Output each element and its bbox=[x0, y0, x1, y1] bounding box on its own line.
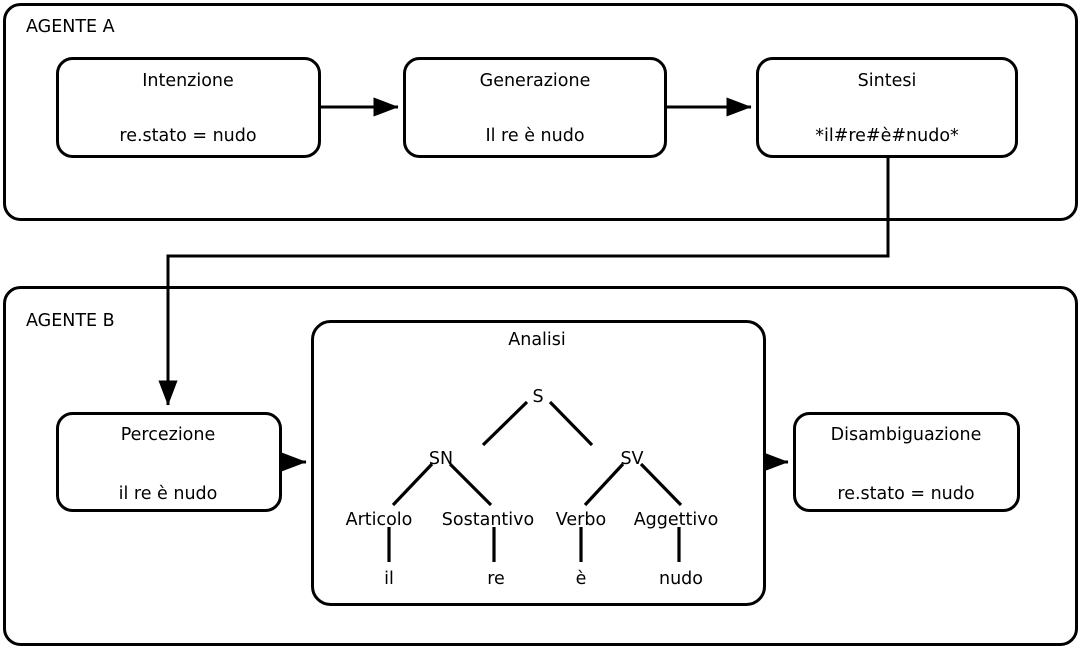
box-percezione-subtitle: il re è nudo bbox=[119, 484, 218, 504]
tree-node-s: S bbox=[532, 387, 543, 407]
agent-a-label: AGENTE A bbox=[26, 17, 115, 37]
box-generazione-title: Generazione bbox=[480, 71, 591, 91]
tree-node-articolo: Articolo bbox=[346, 510, 413, 530]
box-sintesi[interactable] bbox=[756, 57, 1018, 158]
box-generazione[interactable] bbox=[403, 57, 667, 158]
tree-edge-sv-aggettivo bbox=[639, 462, 683, 507]
box-sintesi-title: Sintesi bbox=[858, 71, 917, 91]
tree-edge-sn-articolo bbox=[391, 462, 434, 507]
tree-node-sv: SV bbox=[620, 449, 643, 469]
tree-edge-s-sn bbox=[481, 400, 529, 447]
tree-node-sn: SN bbox=[429, 449, 453, 469]
tree-edge-s-sv bbox=[548, 400, 594, 447]
tree-leaf-nudo: nudo bbox=[659, 569, 703, 589]
connector-sintesi-to-percezione bbox=[158, 157, 890, 406]
box-disambiguazione-title: Disambiguazione bbox=[831, 425, 982, 445]
box-percezione[interactable] bbox=[56, 412, 282, 512]
agent-b-label: AGENTE B bbox=[26, 311, 115, 331]
box-analisi[interactable] bbox=[311, 320, 766, 606]
tree-node-aggettivo: Aggettivo bbox=[634, 510, 719, 530]
agent-a-frame bbox=[3, 3, 1078, 221]
box-intenzione-subtitle: re.stato = nudo bbox=[119, 126, 256, 146]
tree-node-verbo: Verbo bbox=[556, 510, 606, 530]
tree-leaf-re: re bbox=[487, 569, 505, 589]
box-percezione-title: Percezione bbox=[121, 425, 216, 445]
box-generazione-subtitle: Il re è nudo bbox=[485, 126, 584, 146]
box-sintesi-subtitle: *il#re#è#nudo* bbox=[815, 126, 959, 146]
tree-node-sostantivo: Sostantivo bbox=[442, 510, 534, 530]
box-analisi-title: Analisi bbox=[508, 330, 566, 350]
agent-b-frame bbox=[3, 286, 1078, 646]
box-disambiguazione-subtitle: re.stato = nudo bbox=[837, 484, 974, 504]
tree-leaf-il: il bbox=[384, 569, 394, 589]
box-intenzione[interactable] bbox=[56, 57, 321, 158]
tree-leaf-e: è bbox=[576, 569, 587, 589]
tree-edge-sv-verbo bbox=[583, 462, 625, 507]
box-intenzione-title: Intenzione bbox=[142, 71, 234, 91]
tree-edge-sn-sostantivo bbox=[448, 462, 493, 507]
box-disambiguazione[interactable] bbox=[793, 412, 1020, 512]
